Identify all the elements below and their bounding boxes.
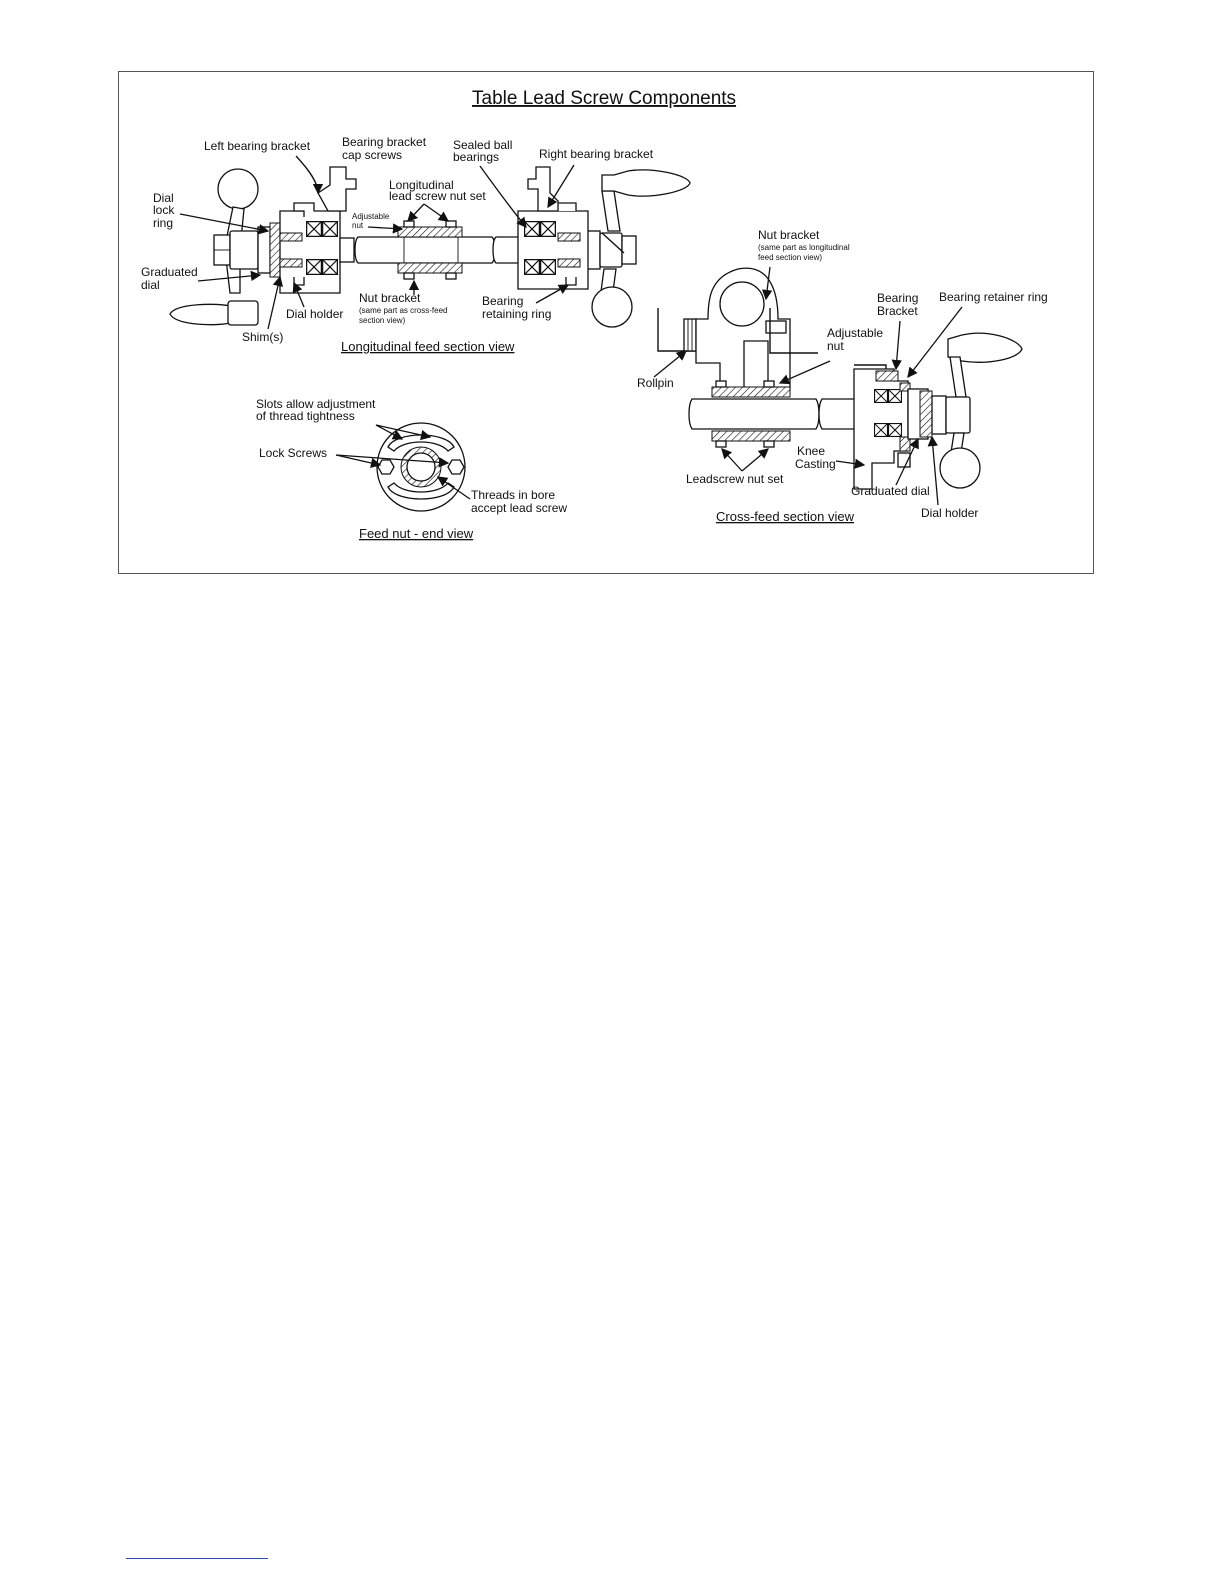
left-handle-hub <box>227 300 259 326</box>
left-cap-screw <box>317 166 357 212</box>
label-dial-holder: Dial holder <box>286 307 343 321</box>
right-cap-screw <box>527 166 559 212</box>
long-nut-lower <box>397 262 463 274</box>
crossfeed-nut-upper <box>711 386 791 398</box>
label-bearing-bracket-cross-1: Bearing <box>877 291 918 305</box>
label-nut-bracket-long-3: section view) <box>359 316 406 325</box>
left-lead-screw-shaft <box>339 237 355 263</box>
label-adjustable-nut-small-1: Adjustable <box>352 212 390 221</box>
label-long-nut-set-2: lead screw nut set <box>389 189 486 203</box>
left-handle-ball <box>217 168 259 210</box>
dial-lock-ring-shape <box>269 222 281 278</box>
label-dial-holder-cross: Dial holder <box>921 506 978 520</box>
feed-nut-end-view <box>376 422 466 512</box>
label-shims: Shim(s) <box>242 330 283 344</box>
caption-crossfeed: Cross-feed section view <box>716 509 855 524</box>
label-left-bearing-bracket: Left bearing bracket <box>204 139 311 153</box>
label-threads-1: Threads in bore <box>471 488 555 502</box>
crossfeed-handle-ball <box>939 447 981 489</box>
left-handle-body <box>229 230 259 270</box>
right-handle-body <box>599 232 623 268</box>
label-slots-2: of thread tightness <box>256 409 355 423</box>
crossfeed-handle-grip <box>947 332 1023 363</box>
label-knee-casting-1: Knee <box>797 444 825 458</box>
label-dial-lock-ring-3: ring <box>153 216 173 230</box>
crossfeed-lead-screw <box>688 398 820 430</box>
label-lock-screws: Lock Screws <box>259 446 327 460</box>
center-lead-screw <box>354 236 496 264</box>
label-bearing-bracket-cap-screws-2: cap screws <box>342 148 402 162</box>
label-adjustable-nut-cross-2: nut <box>827 339 844 353</box>
label-bearing-bracket-cap-screws-1: Bearing bracket <box>342 135 427 149</box>
label-bearing-retainer-ring: Bearing retainer ring <box>939 290 1048 304</box>
label-slots-1: Slots allow adjustment <box>256 397 376 411</box>
label-adjustable-nut-cross-1: Adjustable <box>827 326 883 340</box>
label-right-bearing-bracket: Right bearing bracket <box>539 147 654 161</box>
right-handle-grip <box>601 169 691 197</box>
footer-rule <box>126 1558 268 1559</box>
label-threads-2: accept lead screw <box>471 501 567 515</box>
label-graduated-dial-1: Graduated <box>141 265 198 279</box>
label-nut-bracket-cross-2: (same part as longitudinal <box>758 243 850 252</box>
caption-feednut: Feed nut - end view <box>359 526 474 541</box>
graduated-dial-shape <box>257 226 271 274</box>
right-end-nut <box>621 235 637 265</box>
label-nut-bracket-long-1: Nut bracket <box>359 291 421 305</box>
label-long-nut-set-1: Longitudinal <box>389 178 454 192</box>
label-nut-bracket-cross-1: Nut bracket <box>758 228 820 242</box>
label-adjustable-nut-small-2: nut <box>352 221 364 230</box>
label-graduated-dial-cross: Graduated dial <box>851 484 930 498</box>
label-bearing-retaining-ring-2: retaining ring <box>482 307 551 321</box>
right-handle-ball <box>591 286 633 328</box>
lead-screw-diagram: Table Lead Screw Components <box>141 88 1048 541</box>
feed-nut-slot-bottom <box>387 482 455 500</box>
crossfeed-assembly <box>657 267 1023 490</box>
caption-longitudinal: Longitudinal feed section view <box>341 339 515 354</box>
label-sealed-ball-bearings-1: Sealed ball <box>453 138 512 152</box>
crossfeed-nut-lower <box>711 430 791 442</box>
figure-title: Table Lead Screw Components <box>472 88 736 109</box>
label-graduated-dial-2: dial <box>141 278 160 292</box>
label-knee-casting-2: Casting <box>795 457 836 471</box>
right-handle-arm <box>601 190 621 232</box>
left-handle-grip <box>169 303 237 326</box>
label-dial-lock-ring-2: lock <box>153 203 175 217</box>
long-nut-upper <box>397 226 463 238</box>
lock-screw-left <box>377 459 395 475</box>
label-bearing-retaining-ring-1: Bearing <box>482 294 523 308</box>
label-nut-bracket-cross-3: feed section view) <box>758 253 822 262</box>
feed-nut-slot-top <box>387 434 455 452</box>
label-leadscrew-nut-set: Leadscrew nut set <box>686 472 784 486</box>
longitudinal-feed-assembly <box>169 166 691 328</box>
label-rollpin: Rollpin <box>637 376 674 390</box>
label-sealed-ball-bearings-2: bearings <box>453 150 499 164</box>
lock-screw-right <box>447 459 465 475</box>
label-bearing-bracket-cross-2: Bracket <box>877 304 918 318</box>
label-dial-lock-ring-1: Dial <box>153 191 174 205</box>
label-nut-bracket-long-2: (same part as cross-feed <box>359 306 447 315</box>
